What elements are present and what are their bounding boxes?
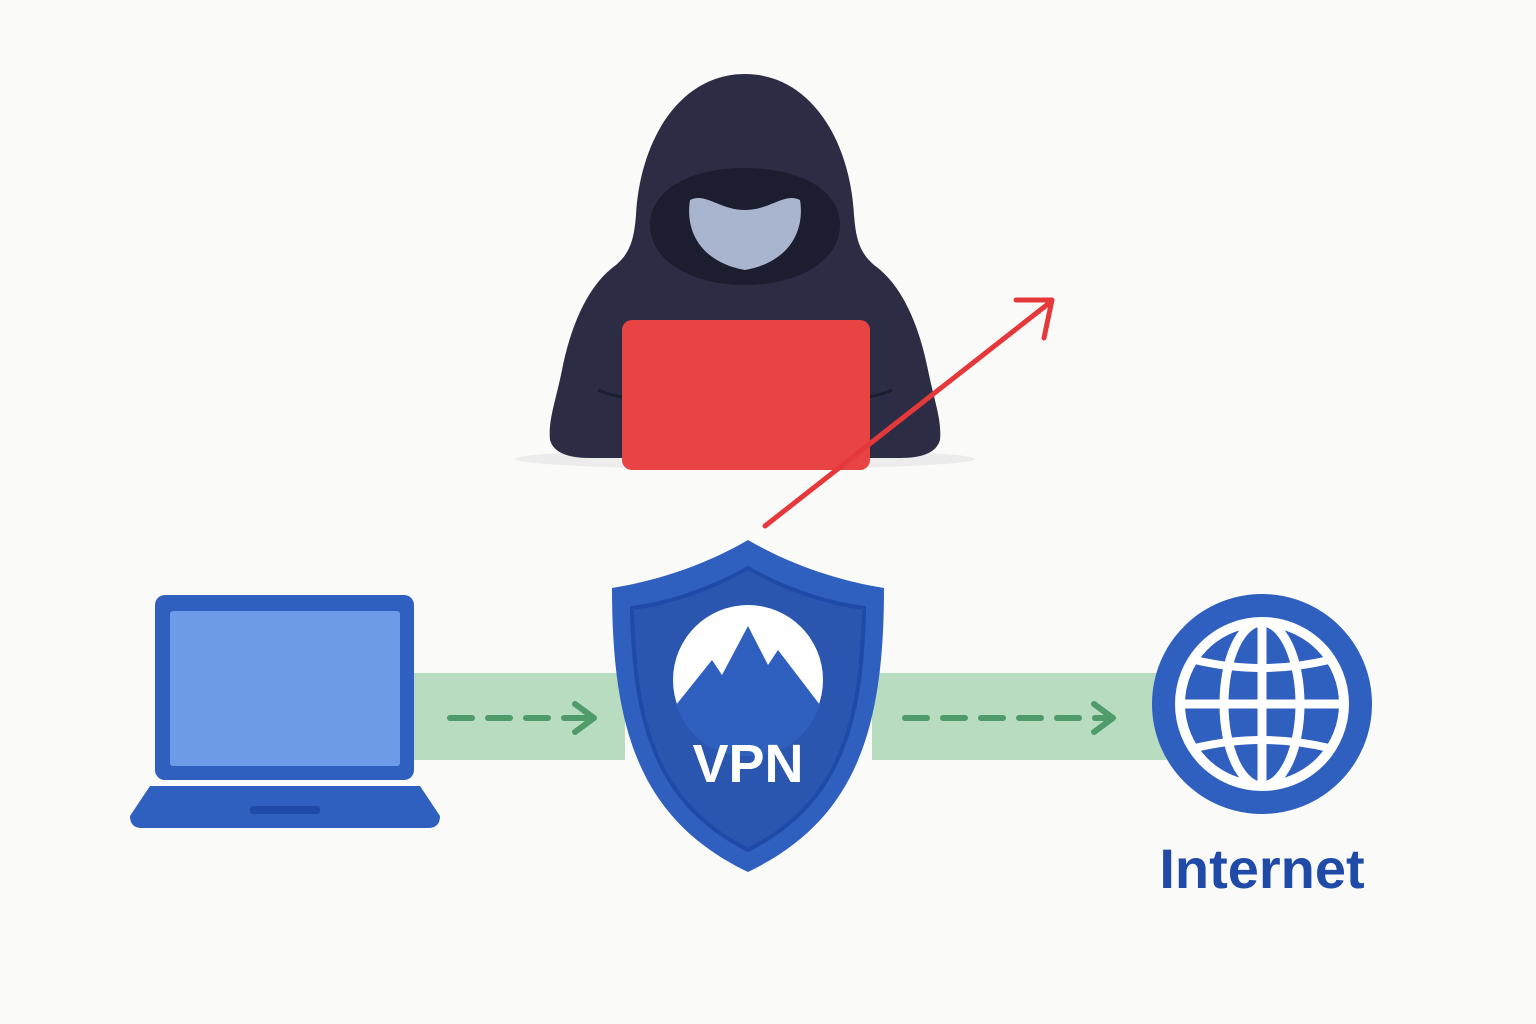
shield-icon: VPN [612, 540, 884, 872]
dashed-arrow-icon [447, 701, 597, 735]
laptop-icon [130, 595, 440, 828]
dashed-arrow-icon [902, 701, 1116, 735]
globe-icon [1152, 594, 1372, 814]
internet-label: Internet [1159, 837, 1364, 900]
laptop-icon [622, 320, 870, 470]
vpn-label: VPN [692, 734, 803, 794]
arrow-icon [762, 297, 1055, 529]
